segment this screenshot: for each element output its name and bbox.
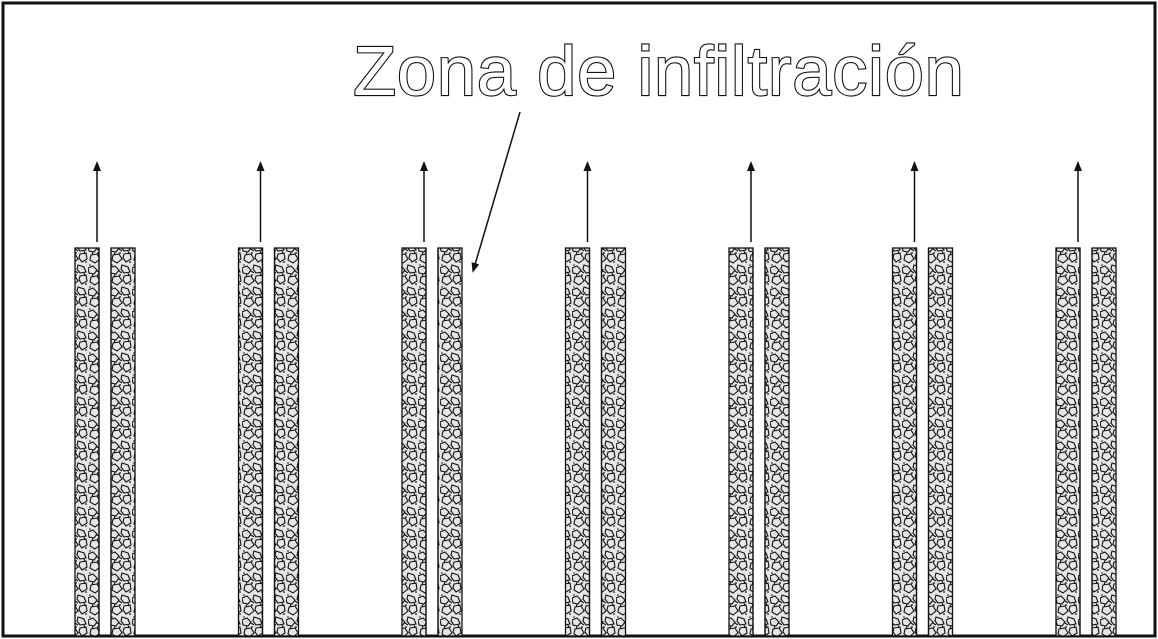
well bbox=[728, 161, 790, 637]
pointer-arrow-icon bbox=[471, 111, 521, 273]
well bbox=[74, 161, 136, 637]
well bbox=[237, 161, 300, 637]
gravel-column-left bbox=[1055, 247, 1081, 637]
gravel-column-left bbox=[564, 247, 591, 637]
gravel-column-right bbox=[1091, 247, 1117, 637]
well bbox=[891, 161, 954, 637]
gravel-column-right bbox=[600, 247, 627, 637]
gravel-column-left bbox=[401, 247, 427, 637]
gravel-column-left bbox=[891, 247, 918, 637]
gravel-column-right bbox=[110, 247, 136, 637]
gravel-column-right bbox=[437, 247, 463, 637]
gravel-column-right bbox=[927, 247, 954, 637]
gravel-column-left bbox=[74, 247, 100, 637]
well bbox=[1055, 161, 1117, 637]
diagram-title: Zona de infiltración bbox=[353, 32, 964, 110]
gravel-column-right bbox=[764, 247, 790, 637]
gravel-column-left bbox=[728, 247, 754, 637]
gravel-column-right bbox=[273, 247, 300, 637]
well bbox=[564, 161, 627, 637]
wells-group bbox=[74, 161, 1117, 637]
well bbox=[401, 161, 463, 637]
gravel-column-left bbox=[237, 247, 264, 637]
